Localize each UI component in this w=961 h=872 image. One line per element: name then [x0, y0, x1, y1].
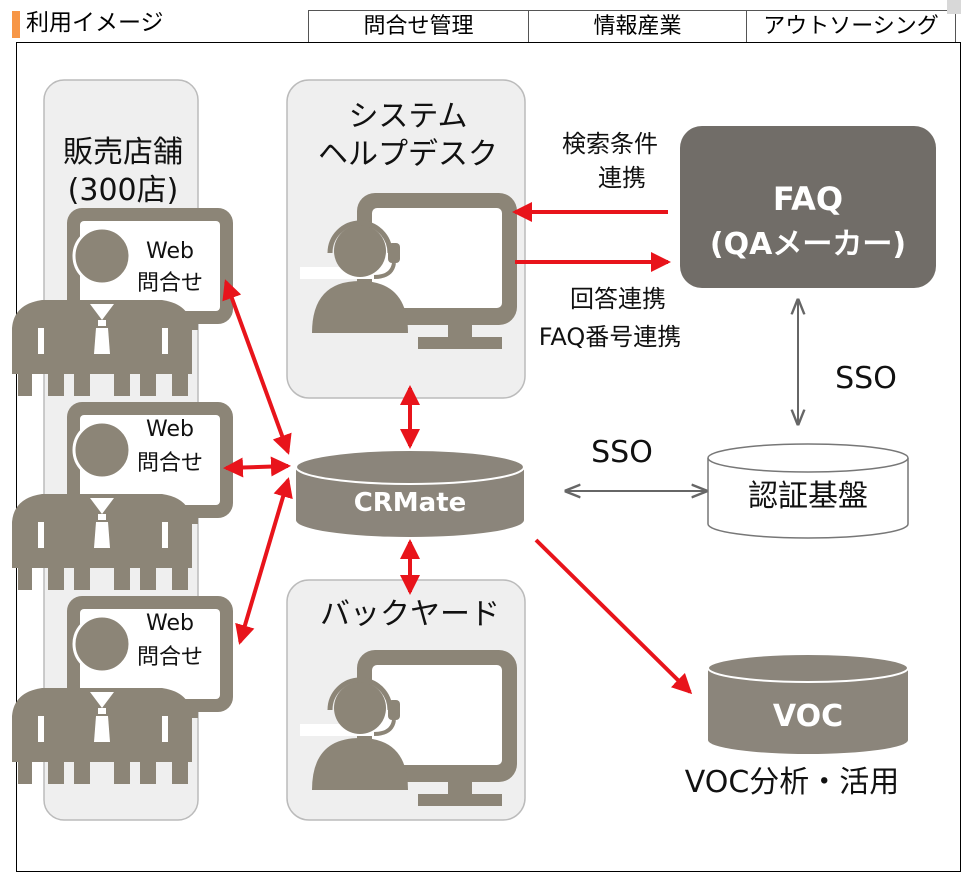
tab-bar: 問合せ管理 情報産業 アウトソーシング: [308, 10, 956, 43]
store-3-label-inquiry: 問合せ: [137, 645, 203, 670]
store-3-label-web: Web: [146, 611, 194, 636]
tab-inquiry-management[interactable]: 問合せ管理: [309, 11, 529, 42]
crmate-label: CRMate: [354, 488, 467, 518]
tab-information-industry[interactable]: 情報産業: [529, 11, 747, 42]
store-terminal-3: Web 問合せ: [10, 594, 235, 786]
stores-count: (300店): [68, 173, 179, 208]
store-1-label-inquiry: 問合せ: [137, 271, 203, 296]
search-link-label-line2: 連携: [598, 164, 646, 192]
faq-subtitle: (QAメーカー): [710, 227, 906, 262]
store-terminal-1: Web 問合せ: [10, 206, 235, 398]
auth-base-label: 認証基盤: [748, 479, 868, 514]
voc-database: VOC: [707, 653, 909, 754]
arrow-store2-crmate: [223, 456, 291, 478]
helpdesk-title-line1: システム: [348, 99, 467, 134]
store-terminal-2: Web 問合せ: [10, 400, 235, 592]
faq-box: [680, 126, 936, 288]
sso-faq-auth-label: SSO: [835, 361, 897, 396]
arrow-store3-crmate: [235, 477, 293, 645]
auth-base-database: 認証基盤: [707, 443, 909, 539]
arrow-store1-crmate: [222, 279, 292, 455]
faq-title: FAQ: [773, 180, 843, 218]
page-corner-tab: [947, 0, 961, 14]
system-diagram: 販売店舗 (300店) Web 問合せ Web 問合せ Web 問合せ システム…: [10, 79, 936, 821]
search-link-label-line1: 検索条件: [562, 130, 658, 158]
store-1-label-web: Web: [146, 239, 194, 264]
tab-outsourcing[interactable]: アウトソーシング: [763, 14, 939, 39]
backyard-title: バックヤード: [320, 597, 500, 632]
voc-label: VOC: [773, 699, 843, 734]
sso-crm-auth-label: SSO: [591, 435, 653, 470]
page-title: 利用イメージ: [26, 10, 164, 36]
answer-link-label-line1: 回答連携: [570, 285, 666, 313]
stores-title: 販売店舗: [63, 135, 183, 170]
header-accent-bar: [12, 11, 20, 38]
store-2-label-web: Web: [146, 417, 194, 442]
store-2-label-inquiry: 問合せ: [137, 451, 203, 476]
voc-caption: VOC分析・活用: [685, 765, 900, 800]
crmate-database: CRMate: [295, 449, 525, 537]
helpdesk-title-line2: ヘルプデスク: [318, 137, 498, 172]
arrow-crmate-to-voc: [534, 538, 693, 695]
answer-link-label-line2: FAQ番号連携: [539, 323, 682, 351]
